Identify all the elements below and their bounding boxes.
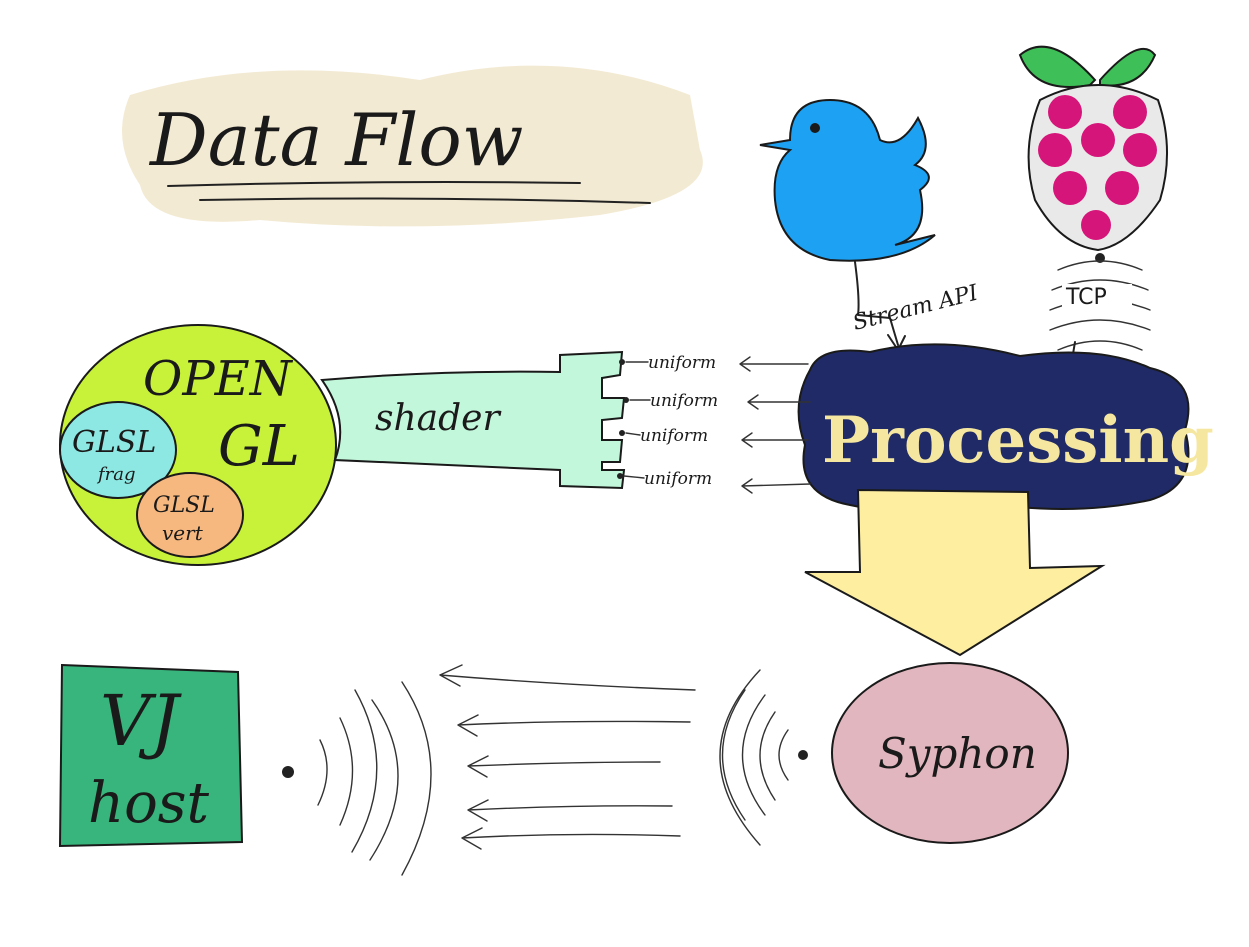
processing-node: Processing bbox=[797, 343, 1214, 514]
twitter-bird-icon bbox=[759, 98, 936, 262]
title-highlight bbox=[122, 65, 703, 227]
uniform-arrow: uniform bbox=[623, 391, 811, 411]
stream-api-connector: Stream API bbox=[850, 261, 982, 351]
down-arrow bbox=[804, 488, 1106, 657]
syphon-node: Syphon bbox=[831, 662, 1069, 844]
title-underline bbox=[167, 181, 651, 204]
glsl-vert-node bbox=[136, 472, 244, 558]
vj-host-node: VJ host bbox=[58, 663, 244, 848]
stream-api-label: Stream API bbox=[850, 280, 981, 335]
uniform-label: uniform bbox=[648, 353, 716, 373]
title-text: Data Flow bbox=[148, 98, 523, 182]
glsl-frag-node bbox=[59, 401, 177, 499]
vj-receive-waves bbox=[282, 681, 432, 876]
uniform-arrow: uniform bbox=[619, 426, 809, 448]
uniform-arrow: uniform bbox=[619, 353, 809, 373]
glsl-vert-line2: vert bbox=[162, 521, 204, 545]
uniform-label: uniform bbox=[644, 469, 712, 489]
glsl-frag-line1: GLSL bbox=[72, 425, 156, 460]
tcp-label: TCP bbox=[1065, 285, 1107, 310]
opengl-label-line1: OPEN bbox=[143, 351, 294, 407]
shader-connector: shader bbox=[320, 350, 626, 490]
glsl-frag-line2: frag bbox=[96, 464, 136, 485]
raspberry-pi-icon bbox=[1018, 45, 1169, 252]
stream-arrows bbox=[439, 664, 696, 850]
uniform-arrow: uniform bbox=[617, 469, 811, 494]
opengl-label-line2: GL bbox=[218, 414, 300, 479]
processing-label: Processing bbox=[822, 403, 1214, 478]
vj-label-line1: VJ bbox=[100, 680, 183, 762]
title-group: Data Flow bbox=[122, 65, 703, 227]
glsl-vert-line1: GLSL bbox=[153, 493, 215, 518]
syphon-label: Syphon bbox=[878, 729, 1037, 778]
uniform-label: uniform bbox=[640, 426, 708, 446]
shader-label: shader bbox=[375, 398, 501, 439]
opengl-node: OPEN GL GLSL frag GLSL vert bbox=[59, 324, 337, 566]
syphon-waves bbox=[719, 669, 808, 846]
uniform-arrows: uniform uniform uniform uniform bbox=[617, 353, 811, 494]
vj-label-line2: host bbox=[88, 771, 210, 836]
uniform-label: uniform bbox=[650, 391, 718, 411]
